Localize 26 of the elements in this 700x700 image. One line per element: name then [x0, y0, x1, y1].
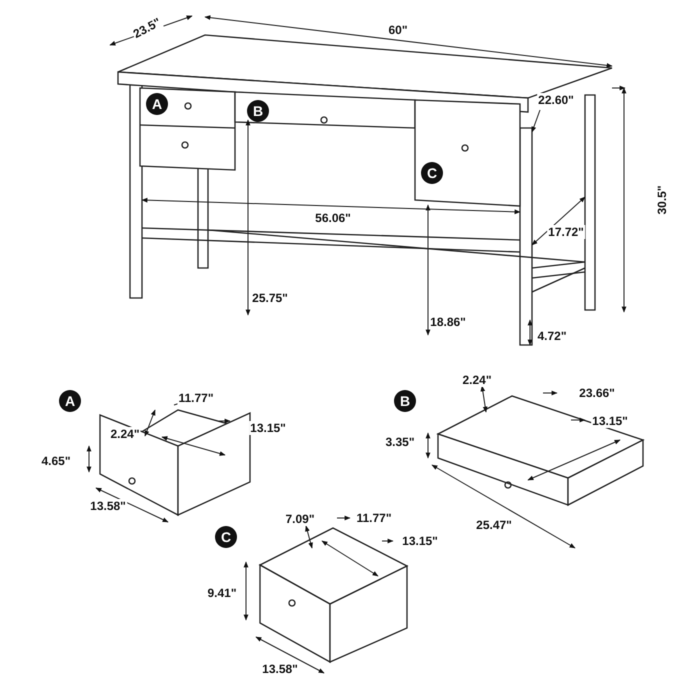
dimension-label: 2.24" — [461, 373, 493, 387]
dimension-label: 2.24" — [109, 427, 141, 441]
dimension-label: 17.72" — [547, 225, 585, 239]
dimension-label: 13.15" — [249, 421, 287, 435]
dimension-label: 18.86" — [429, 315, 467, 329]
dimension-label: 22.60" — [537, 93, 575, 107]
dimension-label: 4.65" — [40, 454, 72, 468]
dimension-label: 7.09" — [284, 512, 316, 526]
callout-letter: C — [215, 526, 237, 548]
dimension-label: 23.66" — [578, 386, 616, 400]
dimension-label: 56.06" — [314, 211, 352, 225]
dimension-label: 11.77" — [355, 511, 393, 525]
dimension-label: 9.41" — [206, 586, 238, 600]
dimension-label: 25.47" — [475, 518, 513, 532]
dimension-label: 3.35" — [384, 435, 416, 449]
dimension-label: 13.58" — [261, 662, 299, 676]
dimension-label: 30.5" — [655, 184, 669, 216]
dimension-label: 60" — [387, 23, 409, 37]
dimension-label: 13.15" — [591, 414, 629, 428]
dimension-label: 4.72" — [536, 329, 568, 343]
dimension-label: 13.58" — [89, 499, 127, 513]
callout-letter: A — [59, 390, 81, 412]
callout-letter: B — [394, 390, 416, 412]
dimension-label: 13.15" — [401, 534, 439, 548]
dimension-label: 25.75" — [251, 291, 289, 305]
dimension-label: 11.77" — [177, 391, 215, 405]
